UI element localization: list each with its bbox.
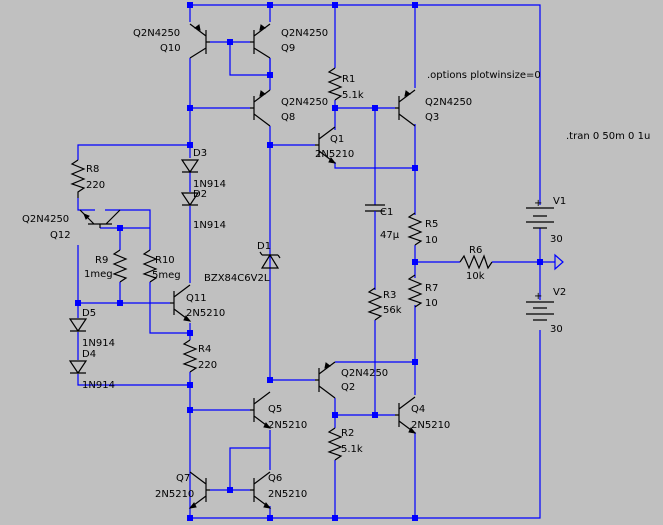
transistor-q5[interactable]: Q5 2N5210: [250, 391, 307, 431]
r10-value: 5meg: [152, 270, 181, 281]
transistor-q8[interactable]: Q2N4250 Q8: [250, 89, 328, 127]
r2-name: R2: [341, 428, 354, 439]
output-flag-icon[interactable]: [554, 253, 564, 271]
q2-name: Q2: [341, 382, 355, 393]
v2-name: V2: [553, 287, 566, 298]
q6-name: Q6: [268, 473, 282, 484]
r9-name: R9: [95, 255, 108, 266]
transistor-q3[interactable]: Q2N4250 Q3: [395, 89, 472, 127]
resistor-r7[interactable]: R7 10: [407, 274, 438, 309]
diode-d2[interactable]: D2 1N914: [180, 189, 226, 231]
q2-model: Q2N4250: [341, 368, 388, 379]
q12-model: Q2N4250: [22, 214, 69, 225]
q10-name: Q10: [160, 43, 181, 54]
resistor-r10[interactable]: R10 5meg: [142, 249, 181, 283]
q1-name: Q1: [330, 134, 344, 145]
transistor-q4[interactable]: Q4 2N5210: [395, 396, 450, 434]
r4-name: R4: [198, 344, 211, 355]
resistor-r1[interactable]: R1 5.1k: [327, 67, 364, 101]
options-directive[interactable]: .options plotwinsize=0: [427, 70, 541, 81]
transistor-q11[interactable]: Q11 2N5210: [170, 284, 225, 322]
q5-model: 2N5210: [268, 420, 307, 431]
q5-name: Q5: [268, 404, 282, 415]
resistor-r9[interactable]: R9 1meg: [84, 249, 128, 283]
diode-d3[interactable]: D3 1N914: [180, 148, 226, 190]
resistor-r6[interactable]: R6 10k: [459, 245, 493, 282]
transistor-q12[interactable]: Q2N4250 Q12: [22, 209, 121, 241]
q9-model: Q2N4250: [281, 28, 328, 39]
r1-name: R1: [342, 74, 355, 85]
d5-model: 1N914: [82, 338, 115, 349]
d2-name: D2: [193, 189, 207, 200]
tran-directive[interactable]: .tran 0 50m 0 1u: [566, 131, 650, 142]
transistor-q9[interactable]: Q2N4250 Q9: [250, 23, 328, 59]
d1-name: D1: [257, 241, 271, 252]
r3-value: 56k: [383, 305, 402, 316]
resistor-r2[interactable]: R2 5.1k: [327, 427, 363, 461]
transistor-q10[interactable]: Q2N4250 Q10: [133, 23, 210, 59]
r6-name: R6: [469, 245, 482, 256]
r4-value: 220: [198, 360, 217, 371]
d4-name: D4: [82, 349, 96, 360]
q9-name: Q9: [281, 43, 295, 54]
resistor-r8[interactable]: R8 220: [70, 159, 105, 198]
resistor-r4[interactable]: R4 220: [182, 339, 217, 373]
r7-name: R7: [425, 283, 438, 294]
r3-name: R3: [383, 290, 396, 301]
diode-d1[interactable]: D1 BZX84C6V2L: [204, 241, 281, 284]
r5-value: 10: [425, 235, 438, 246]
d2-model: 1N914: [193, 220, 226, 231]
q1-model: 2N5210: [315, 149, 354, 160]
r2-value: 5.1k: [341, 444, 363, 455]
transistor-q1[interactable]: Q1 2N5210: [315, 126, 354, 164]
voltage-source-v2[interactable]: + V2 30: [526, 287, 566, 335]
resistor-r3[interactable]: R3 56k: [367, 287, 402, 321]
diode-d4[interactable]: D4 1N914: [68, 349, 115, 391]
v2-plus: +: [534, 291, 542, 302]
q10-model: Q2N4250: [133, 28, 180, 39]
d3-model: 1N914: [193, 179, 226, 190]
transistor-q2[interactable]: Q2N4250 Q2: [315, 361, 388, 399]
v2-value: 30: [550, 324, 563, 335]
d4-model: 1N914: [82, 380, 115, 391]
junction-dots: [75, 2, 543, 521]
q6-model: 2N5210: [268, 489, 307, 500]
diode-d5[interactable]: D5 1N914: [68, 308, 115, 349]
q3-model: Q2N4250: [425, 97, 472, 108]
q4-model: 2N5210: [411, 420, 450, 431]
q7-name: Q7: [176, 473, 190, 484]
v1-name: V1: [553, 196, 566, 207]
r5-name: R5: [425, 219, 438, 230]
q11-model: 2N5210: [186, 308, 225, 319]
resistor-r5[interactable]: R5 10: [407, 212, 438, 246]
r9-value: 1meg: [84, 269, 113, 280]
c1-value: 47µ: [380, 230, 400, 241]
d5-name: D5: [82, 308, 96, 319]
q11-name: Q11: [186, 293, 207, 304]
d3-name: D3: [193, 148, 207, 159]
q3-name: Q3: [425, 112, 439, 123]
capacitor-c1[interactable]: C1 47µ: [365, 204, 400, 250]
v1-plus: +: [534, 198, 542, 209]
transistor-q7[interactable]: Q7 2N5210: [155, 471, 210, 509]
transistor-q6[interactable]: Q6 2N5210: [250, 471, 307, 509]
c1-name: C1: [380, 207, 393, 218]
r8-name: R8: [86, 164, 99, 175]
q12-name: Q12: [50, 230, 71, 241]
v1-value: 30: [550, 234, 563, 245]
d1-model: BZX84C6V2L: [204, 273, 270, 284]
q7-model: 2N5210: [155, 489, 194, 500]
r7-value: 10: [425, 298, 438, 309]
q4-name: Q4: [411, 404, 425, 415]
voltage-source-v1[interactable]: + V1 30: [526, 196, 566, 245]
r8-value: 220: [86, 180, 105, 191]
r6-value: 10k: [466, 271, 485, 282]
q8-model: Q2N4250: [281, 97, 328, 108]
r10-name: R10: [155, 255, 175, 266]
r1-value: 5.1k: [342, 90, 364, 101]
q8-name: Q8: [281, 112, 295, 123]
